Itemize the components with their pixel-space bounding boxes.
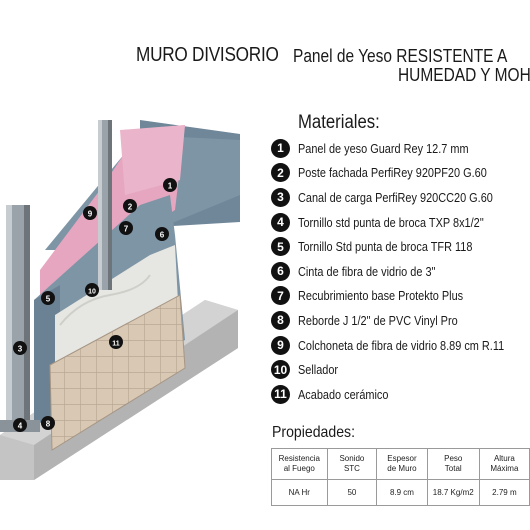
callout-6: 6 <box>155 227 169 241</box>
svg-text:7: 7 <box>124 225 129 234</box>
insulation-batt <box>40 125 185 305</box>
callout-8: 8 <box>41 416 55 430</box>
material-label: Acabado cerámico <box>298 386 389 402</box>
material-number-badge: 7 <box>271 286 290 306</box>
title-block: MURO DIVISORIO Panel de Yeso RESISTENTE … <box>136 44 530 86</box>
svg-text:1: 1 <box>168 182 173 191</box>
material-label: Panel de yeso Guard Rey 12.7 mm <box>298 140 469 156</box>
materials-title: Materiales: <box>298 112 380 133</box>
callout-5: 5 <box>41 291 55 305</box>
material-number-badge: 1 <box>271 138 290 158</box>
value-wall-thickness: 8.9 cm <box>376 479 428 506</box>
material-label: Colchoneta de fibra de vidrio 8.89 cm R.… <box>298 337 505 353</box>
svg-text:5: 5 <box>46 295 51 304</box>
svg-text:6: 6 <box>160 231 165 240</box>
material-label: Cinta de fibra de vidrio de 3" <box>298 263 436 279</box>
material-item-3: 3 Canal de carga PerfiRey 920CC20 G.60 <box>271 185 530 210</box>
material-number-badge: 3 <box>271 187 290 207</box>
callout-2: 2 <box>123 199 137 213</box>
material-label: Tornillo std punta de broca TXP 8x1/2'' <box>298 214 484 230</box>
material-number-badge: 5 <box>271 237 290 257</box>
material-number-badge: 9 <box>271 335 290 355</box>
properties-title: Propiedades: <box>272 424 355 441</box>
steel-stud-back <box>98 120 112 290</box>
material-item-4: 4 Tornillo std punta de broca TXP 8x1/2'' <box>271 210 530 235</box>
steel-stud-front <box>0 205 40 432</box>
properties-value-row: NA Hr 50 8.9 cm 18.7 Kg/m2 2.79 m <box>271 479 530 506</box>
value-fire-resistance: NA Hr <box>271 479 328 506</box>
material-number-badge: 2 <box>271 163 290 183</box>
svg-text:9: 9 <box>88 210 93 219</box>
callout-11: 11 <box>109 335 123 349</box>
callout-9: 9 <box>83 206 97 220</box>
material-item-8: 8 Reborde J 1/2" de PVC Vinyl Pro <box>271 308 530 333</box>
svg-text:4: 4 <box>18 422 23 431</box>
callout-10: 10 <box>85 283 99 297</box>
svg-text:2: 2 <box>128 203 133 212</box>
wall-section-diagram: 1 2 3 4 5 6 7 8 9 10 11 <box>0 120 240 480</box>
svg-text:10: 10 <box>88 289 96 296</box>
materials-list: 1 Panel de yeso Guard Rey 12.7 mm 2 Poste … <box>271 136 530 407</box>
callout-7: 7 <box>119 221 133 235</box>
material-label: Reborde J 1/2" de PVC Vinyl Pro <box>298 312 458 328</box>
material-label: Sellador <box>298 362 339 378</box>
title-subtitle-line1: Panel de Yeso RESISTENTE A <box>293 46 508 66</box>
callout-3: 3 <box>13 341 27 355</box>
svg-text:8: 8 <box>46 420 51 429</box>
material-item-10: 10 Sellador <box>271 357 530 382</box>
material-number-badge: 11 <box>271 384 290 404</box>
title-main: MURO DIVISORIO <box>136 44 279 66</box>
callout-1: 1 <box>163 178 177 192</box>
material-number-badge: 10 <box>271 360 290 380</box>
value-max-height: 2.79 m <box>478 479 530 506</box>
material-label: Poste fachada PerfiRey 920PF20 G.60 <box>298 165 487 181</box>
svg-text:3: 3 <box>18 345 23 354</box>
material-number-badge: 8 <box>271 310 290 330</box>
value-total-weight: 18.7 Kg/m2 <box>426 479 480 506</box>
material-item-9: 9 Colchoneta de fibra de vidrio 8.89 cm R… <box>271 333 530 358</box>
material-label: Tornillo Std punta de broca TFR 118 <box>298 239 473 255</box>
material-item-2: 2 Poste fachada PerfiRey 920PF20 G.60 <box>271 161 530 186</box>
material-label: Recubrimiento base Protekto Plus <box>298 288 464 304</box>
svg-text:11: 11 <box>112 341 120 348</box>
material-number-badge: 4 <box>271 212 290 232</box>
material-item-1: 1 Panel de yeso Guard Rey 12.7 mm <box>271 136 530 161</box>
title-subtitle-line2: HUMEDAD Y MOHO <box>398 65 530 85</box>
material-number-badge: 6 <box>271 261 290 281</box>
value-sound-stc: 50 <box>326 479 378 506</box>
material-item-7: 7 Recubrimiento base Protekto Plus <box>271 284 530 309</box>
material-item-6: 6 Cinta de fibra de vidrio de 3" <box>271 259 530 284</box>
material-label: Canal de carga PerfiRey 920CC20 G.60 <box>298 189 493 205</box>
callout-4: 4 <box>13 418 27 432</box>
material-item-11: 11 Acabado cerámico <box>271 382 530 407</box>
material-item-5: 5 Tornillo Std punta de broca TFR 118 <box>271 234 530 259</box>
